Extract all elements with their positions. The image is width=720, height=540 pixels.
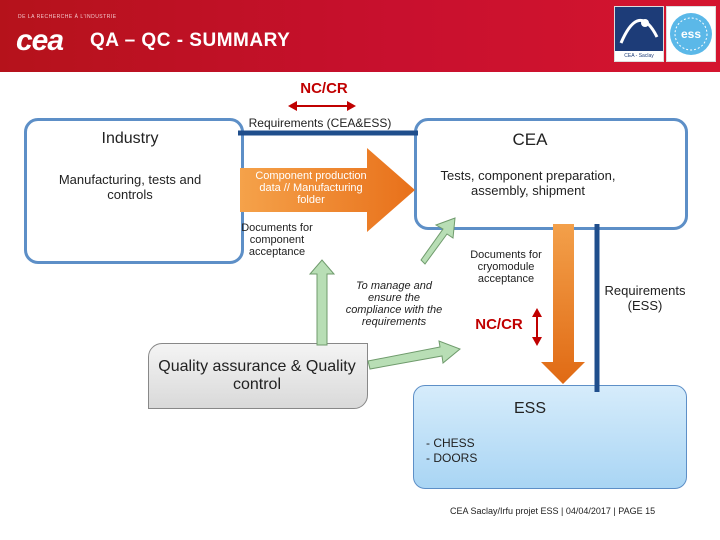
docs-component-label: Documents for component acceptance	[241, 222, 313, 258]
ess-logo-graphic: ess	[670, 13, 712, 55]
requirements-ess-label: Requirements (ESS)	[604, 283, 686, 313]
green-arrow-right	[367, 340, 461, 370]
green-arrow-diagonal	[420, 217, 456, 265]
ess-item-doors: - DOORS	[426, 451, 478, 465]
component-production-arrow	[240, 148, 415, 232]
ess-logo-text: ess	[681, 27, 701, 41]
cea-title: CEA	[512, 130, 548, 149]
requirements-cea-ess-label: Requirements (CEA&ESS)	[248, 116, 392, 130]
component-production-label: Component production data // Manufacturi…	[255, 170, 367, 206]
nc-cr-right-arrow	[532, 308, 542, 346]
cea-logo: cea	[16, 24, 64, 57]
irfu-logo-graphic	[615, 7, 663, 51]
page-title: QA – QC - SUMMARY	[90, 30, 291, 51]
footer-text: CEA Saclay/Irfu projet ESS | 04/04/2017 …	[450, 506, 656, 516]
industry-title: Industry	[101, 130, 159, 147]
nc-cr-right-label: NC/CR	[475, 316, 523, 333]
irfu-logo: CEA - Saclay	[614, 6, 664, 62]
docs-cryomodule-label: Documents for cryomodule acceptance	[470, 249, 542, 285]
ess-box	[413, 385, 687, 489]
nc-cr-top-label: NC/CR	[300, 80, 348, 97]
header-band: DE LA RECHERCHE À L'INDUSTRIE cea QA – Q…	[0, 0, 720, 72]
ess-item-chess: - CHESS	[426, 436, 475, 450]
ess-logo: ess	[666, 6, 716, 62]
cea-box	[414, 118, 688, 230]
irfu-caption: CEA - Saclay	[624, 53, 654, 59]
industry-description: Manufacturing, tests and controls	[58, 172, 202, 202]
to-manage-label: To manage and ensure the compliance with…	[345, 280, 443, 328]
orange-arrow-down	[541, 224, 585, 384]
ess-title: ESS	[513, 400, 546, 417]
qa-qc-box	[148, 343, 368, 409]
tagline: DE LA RECHERCHE À L'INDUSTRIE	[18, 14, 117, 20]
green-arrow-up	[308, 259, 336, 346]
cea-description: Tests, component preparation, assembly, …	[440, 168, 616, 198]
nc-cr-top-arrow	[288, 101, 356, 111]
qa-qc-label: Quality assurance & Quality control	[158, 358, 356, 393]
